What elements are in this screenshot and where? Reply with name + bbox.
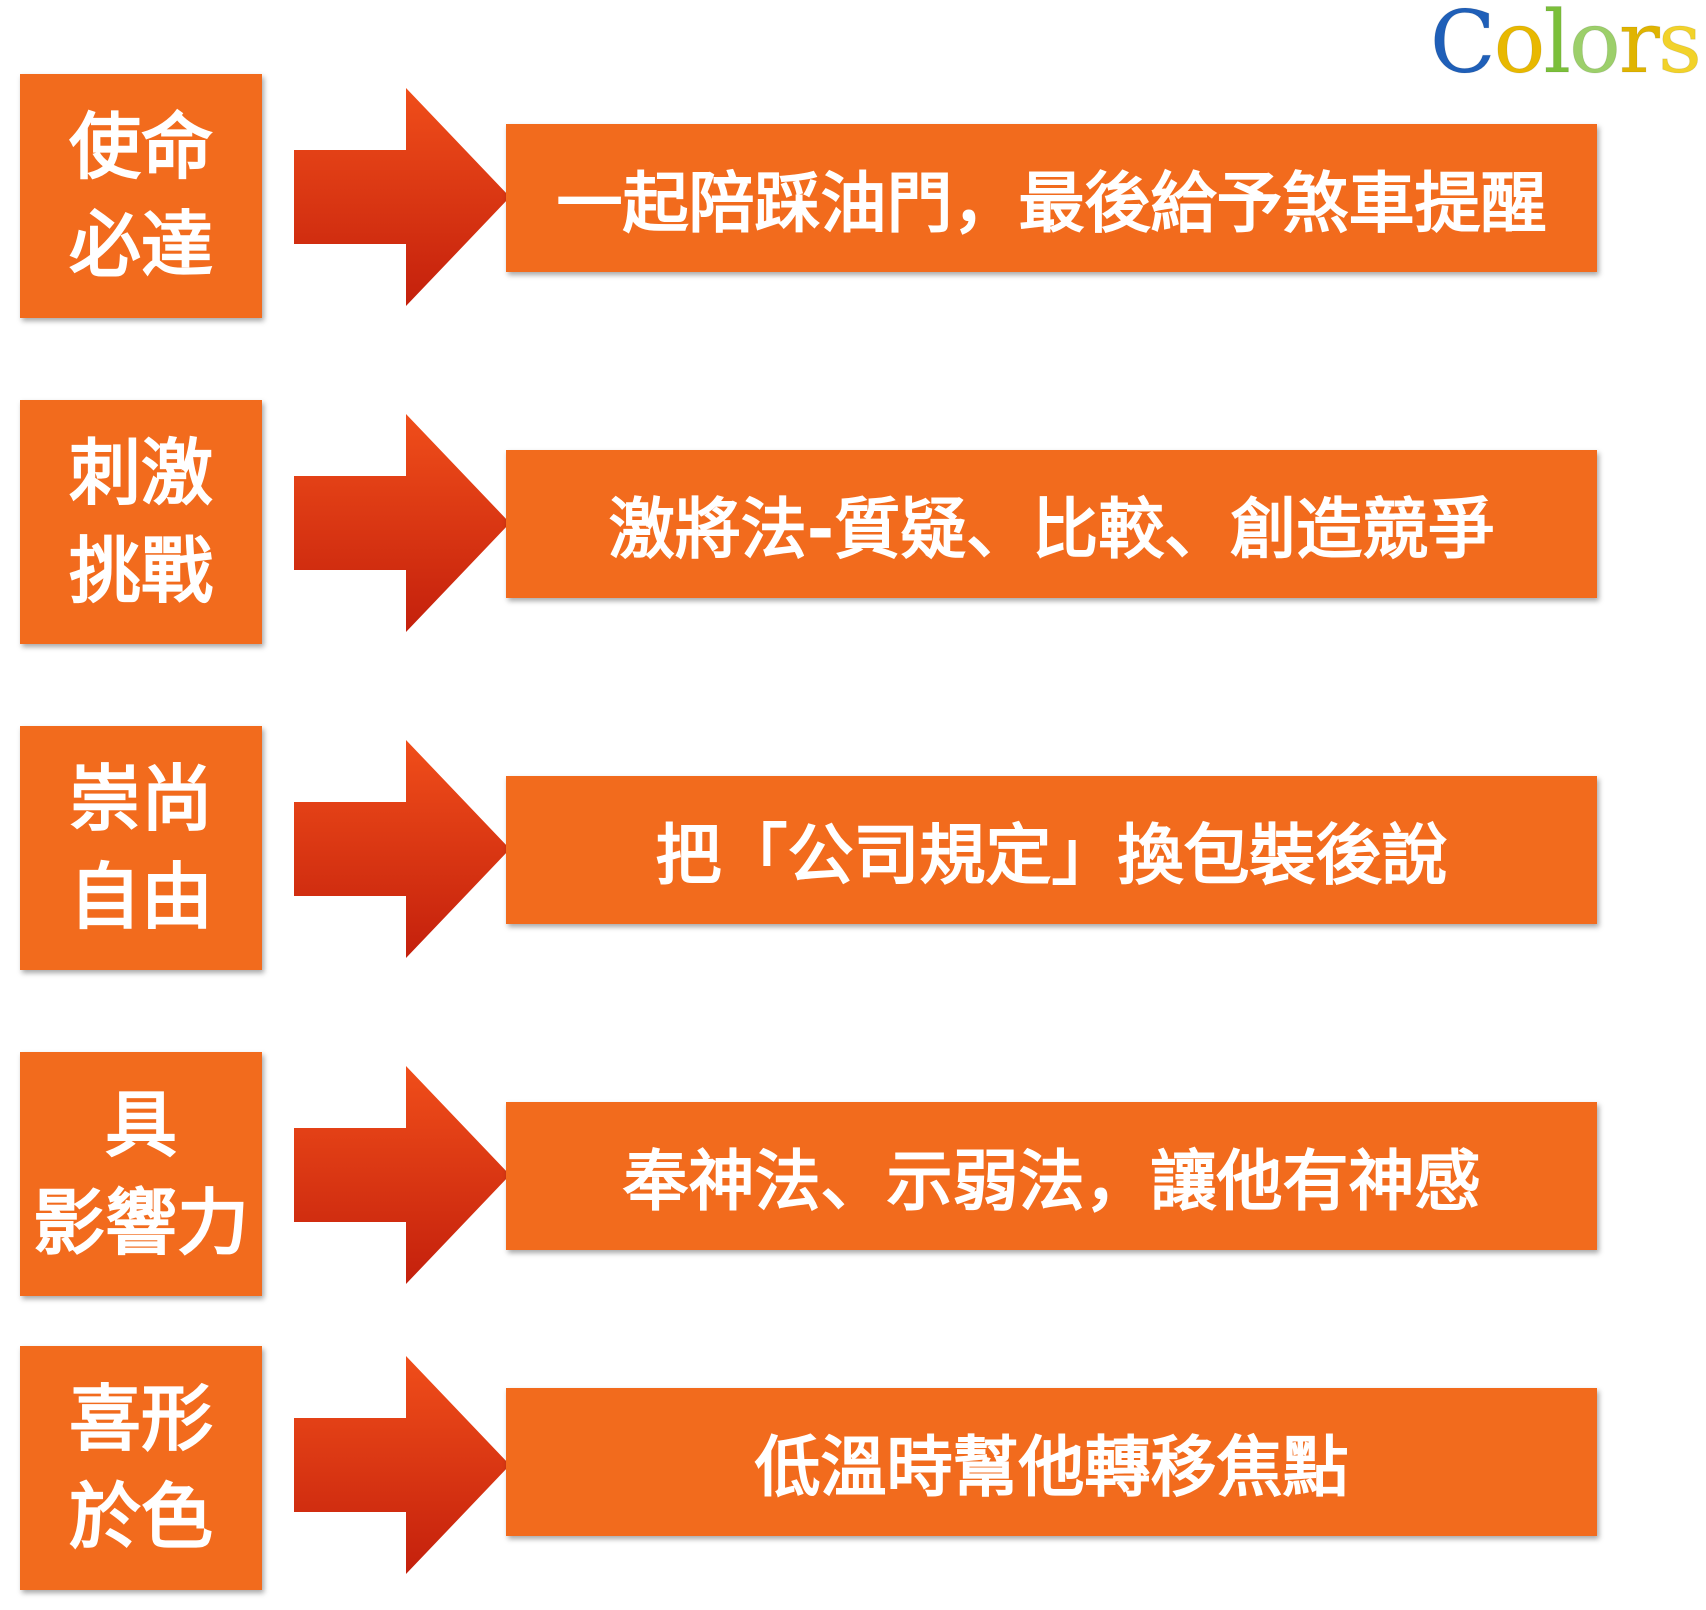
diagram-row-2: 刺激 挑戰 激將法-質疑、比較、創造競爭 <box>0 400 1706 660</box>
label-line-1: 喜形 <box>68 1377 213 1461</box>
label-line-1: 崇尚 <box>68 757 213 841</box>
logo-letter: o <box>1493 0 1546 93</box>
right-arrow-icon <box>294 740 510 958</box>
label-box: 喜形 於色 <box>20 1346 262 1590</box>
label-line-2: 必達 <box>68 203 213 287</box>
description-box: 一起陪踩油門，最後給予煞車提醒 <box>506 124 1597 272</box>
colors-logo: Colors <box>1429 0 1702 93</box>
logo-letter: r <box>1618 0 1660 93</box>
description-text: 一起陪踩油門，最後給予煞車提醒 <box>556 165 1547 242</box>
description-box: 把「公司規定」換包裝後說 <box>506 776 1597 924</box>
right-arrow-icon <box>294 1356 510 1574</box>
right-arrow-icon <box>294 414 510 632</box>
label-box: 使命 必達 <box>20 74 262 318</box>
description-text: 奉神法、示弱法，讓他有神感 <box>622 1143 1481 1220</box>
label-line-1: 刺激 <box>68 431 213 515</box>
logo-letter: l <box>1543 0 1571 93</box>
label-line-2: 挑戰 <box>68 529 213 613</box>
label-box: 崇尚 自由 <box>20 726 262 970</box>
logo-letter: s <box>1657 0 1702 93</box>
right-arrow-icon <box>294 1066 510 1284</box>
label-box: 刺激 挑戰 <box>20 400 262 644</box>
label-line-2: 於色 <box>68 1475 213 1559</box>
label-line-2: 影響力 <box>32 1181 249 1265</box>
description-text: 激將法-質疑、比較、創造競爭 <box>608 491 1495 568</box>
right-arrow-icon <box>294 88 510 306</box>
description-box: 奉神法、示弱法，讓他有神感 <box>506 1102 1597 1250</box>
diagram-row-3: 崇尚 自由 把「公司規定」換包裝後說 <box>0 726 1706 986</box>
diagram-row-4: 具 影響力 奉神法、示弱法，讓他有神感 <box>0 1052 1706 1312</box>
label-line-2: 自由 <box>68 855 213 939</box>
label-box: 具 影響力 <box>20 1052 262 1296</box>
description-text: 低溫時幫他轉移焦點 <box>754 1429 1349 1506</box>
label-line-1: 具 <box>104 1083 177 1167</box>
logo-letter: C <box>1429 0 1496 93</box>
description-box: 低溫時幫他轉移焦點 <box>506 1388 1597 1536</box>
description-box: 激將法-質疑、比較、創造競爭 <box>506 450 1597 598</box>
logo-letter: o <box>1568 0 1621 93</box>
diagram-row-1: 使命 必達 一起陪踩油門，最後給予煞車提醒 <box>0 74 1706 334</box>
description-text: 把「公司規定」換包裝後說 <box>655 817 1448 894</box>
diagram-row-5: 喜形 於色 低溫時幫他轉移焦點 <box>0 1346 1706 1606</box>
label-line-1: 使命 <box>68 105 213 189</box>
